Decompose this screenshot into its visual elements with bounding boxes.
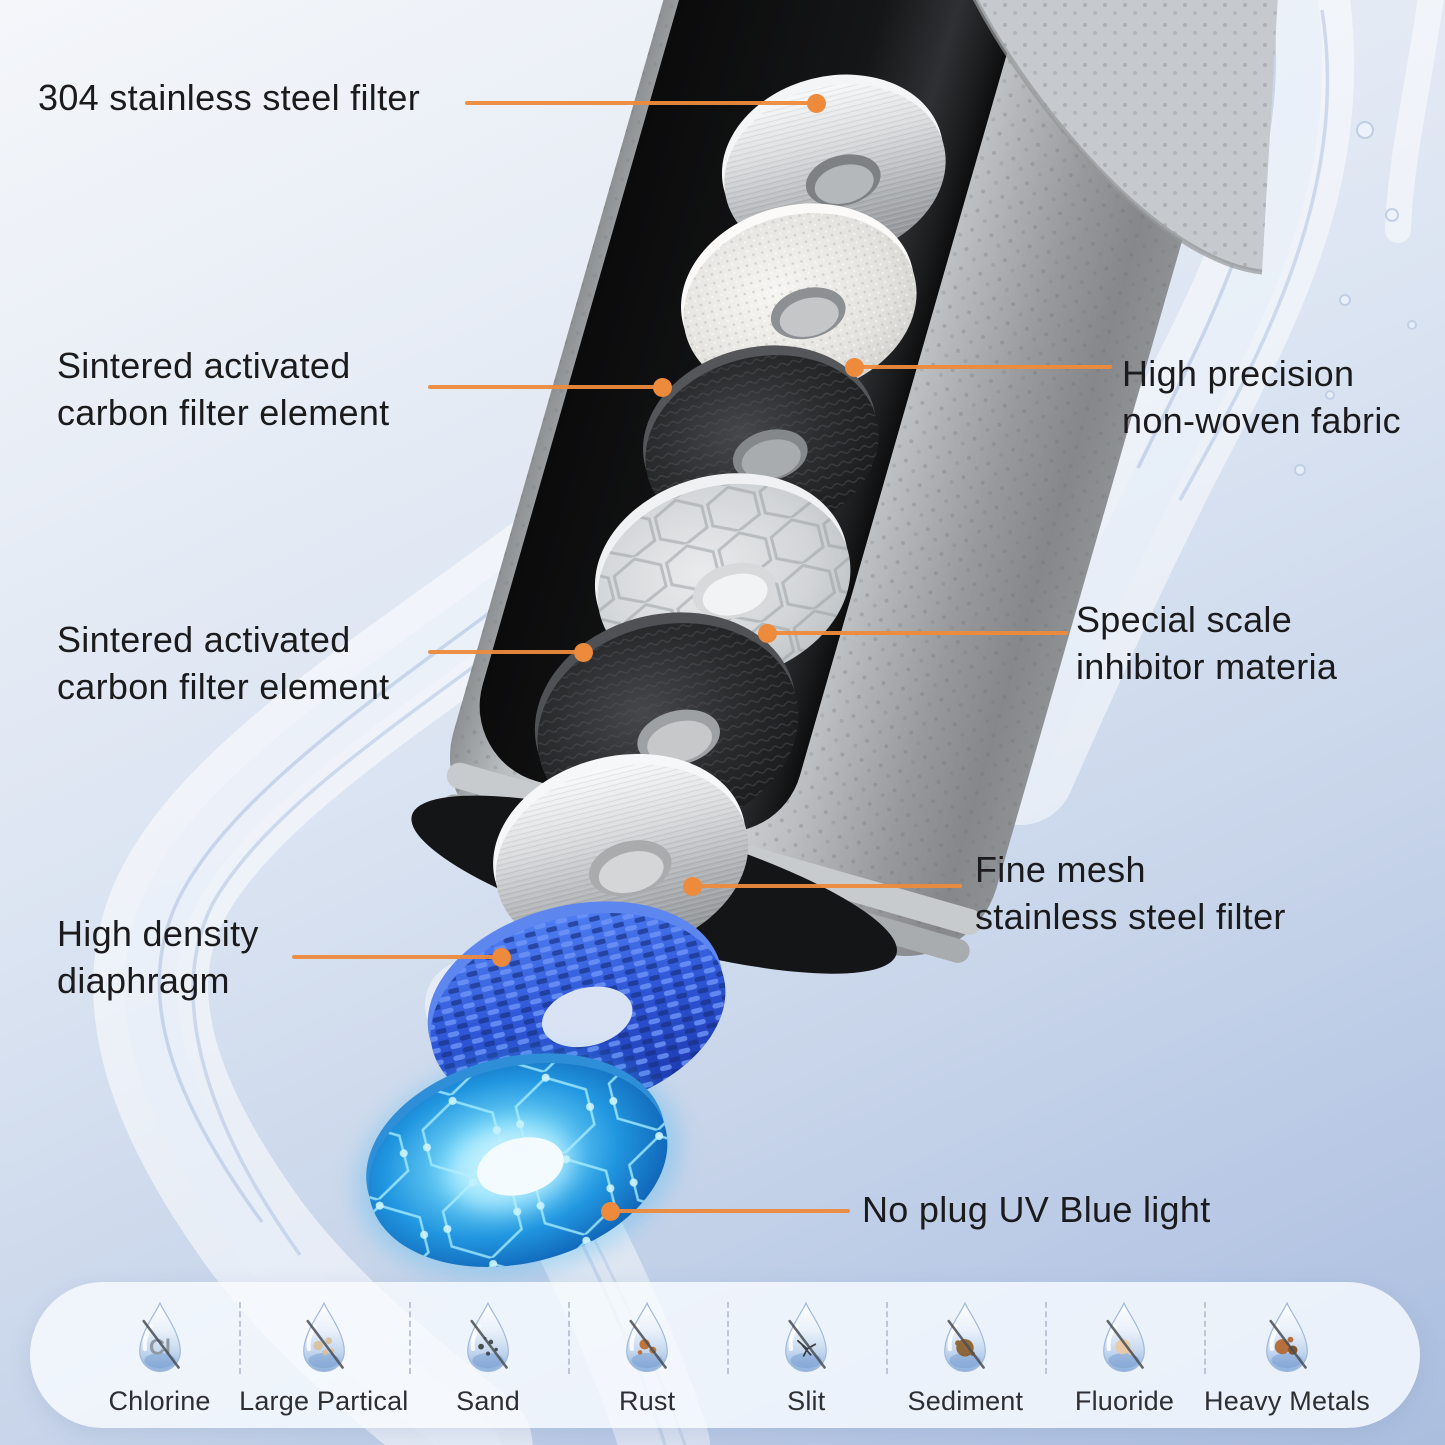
callout-label-nonwoven: High precision non-woven fabric	[1122, 353, 1401, 441]
contaminant-label: Rust	[619, 1385, 676, 1416]
contaminant-item-slit: Slit	[726, 1294, 886, 1417]
callout-line-carbon-lower	[428, 650, 583, 654]
contaminant-item-fluoride: Fluoride	[1044, 1294, 1204, 1417]
contaminant-item-rust: Rust	[567, 1294, 727, 1417]
callout-dot-fine-mesh	[683, 877, 702, 896]
droplet-slit-icon	[785, 1301, 828, 1372]
callout-label-carbon-lower: Sintered activated carbon filter element	[57, 619, 390, 707]
contaminant-item-sand: Sand	[408, 1294, 568, 1417]
droplet-large-partical-icon	[302, 1301, 345, 1372]
droplet-fluoride-icon	[1103, 1301, 1146, 1372]
callout-label-304-steel: 304 stainless steel filter	[38, 77, 420, 118]
contaminant-label: Sand	[456, 1385, 520, 1416]
callout-label-uv: No plug UV Blue light	[862, 1189, 1211, 1230]
callout-dot-carbon-lower	[574, 643, 593, 662]
callout-line-uv	[610, 1209, 850, 1213]
callout-line-diaphragm	[292, 955, 501, 959]
contaminants-bar: Cl Chlorine Large Partical	[30, 1282, 1420, 1428]
callout-dot-304-steel	[807, 94, 826, 113]
contaminant-item-large-partical: Large Partical	[239, 1294, 408, 1417]
droplet-chlorine-icon: Cl	[138, 1301, 181, 1372]
contaminant-label: Large Partical	[239, 1385, 409, 1416]
callout-line-nonwoven	[854, 365, 1112, 369]
callout-line-fine-mesh	[692, 884, 962, 888]
contaminant-item-heavy-metals: Heavy Metals	[1204, 1294, 1370, 1417]
chlorine-symbol: Cl	[149, 1334, 171, 1359]
droplet-heavy-metals-icon	[1266, 1301, 1308, 1372]
disc-fine-mesh-steel	[493, 753, 749, 956]
contaminant-label: Fluoride	[1074, 1385, 1175, 1416]
callout-dot-carbon-upper	[653, 378, 672, 397]
callout-label-scale-inhibitor: Special scale inhibitor materia	[1076, 599, 1338, 687]
droplet-sand-icon	[467, 1301, 509, 1372]
contaminant-label: Sediment	[907, 1385, 1024, 1416]
contaminant-label: Slit	[787, 1385, 826, 1416]
callout-label-carbon-upper: Sintered activated carbon filter element	[57, 345, 390, 433]
callout-label-diaphragm: High density diaphragm	[57, 913, 259, 1001]
contaminant-item-sediment: Sediment	[885, 1294, 1045, 1417]
contaminant-label: Heavy Metals	[1204, 1385, 1371, 1416]
callout-dot-nonwoven	[845, 358, 864, 377]
disc-uv-blue-light	[356, 1052, 680, 1278]
droplet-rust-icon	[626, 1301, 669, 1372]
callout-dot-diaphragm	[492, 948, 511, 967]
contaminant-label: Chlorine	[108, 1385, 211, 1416]
callout-dot-uv	[601, 1202, 620, 1221]
callout-line-carbon-upper	[428, 385, 662, 389]
water-stream-right	[965, 0, 1444, 825]
callout-dot-scale-inhibitor	[758, 624, 777, 643]
contaminant-item-chlorine: Cl Chlorine	[80, 1294, 239, 1417]
callout-line-scale-inhibitor	[767, 631, 1068, 635]
callout-label-fine-mesh: Fine mesh stainless steel filter	[975, 849, 1286, 937]
callout-line-304-steel	[465, 101, 816, 105]
droplet-sediment-icon	[944, 1301, 987, 1372]
